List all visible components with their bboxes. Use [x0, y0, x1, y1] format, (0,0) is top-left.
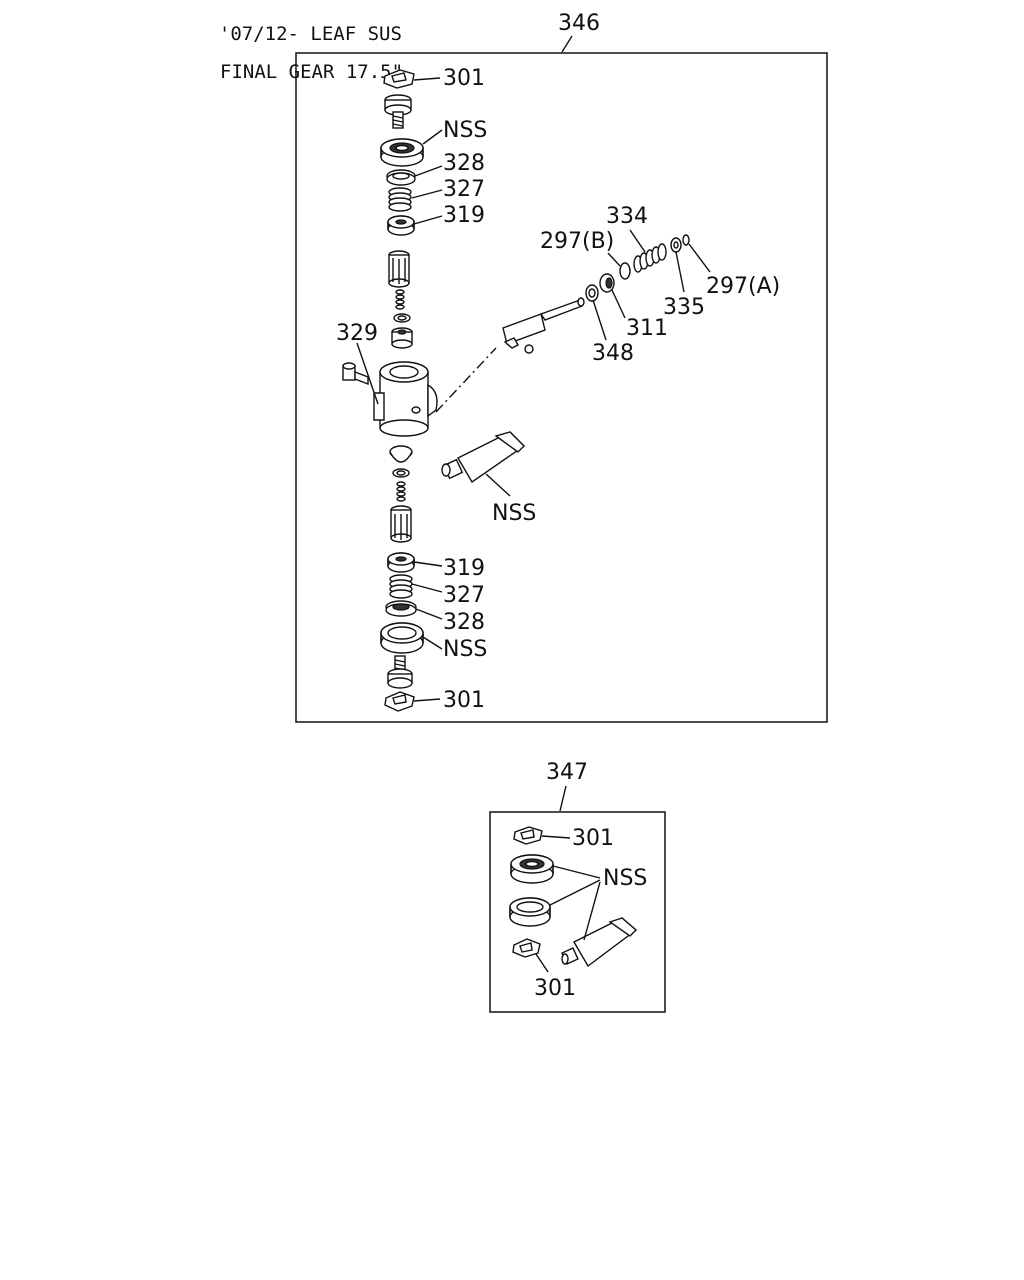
- callout-311: 311: [626, 316, 668, 341]
- assembly-347: 347 301: [489, 760, 666, 1013]
- kit-part-grease-tube: [561, 917, 638, 968]
- leader-348: [592, 299, 607, 341]
- callout-mid-nss: NSS: [492, 501, 536, 526]
- leader-311: [611, 289, 626, 319]
- part-301-bottom: [384, 691, 415, 712]
- kit-part-cup: [509, 897, 551, 927]
- part-adjust-plug-bottom: [387, 655, 413, 689]
- part-bearing-bottom-nss: [380, 622, 424, 654]
- leader-bot-nss: [422, 636, 443, 650]
- leader-335: [675, 251, 685, 293]
- part-grease-tube: [441, 431, 526, 484]
- callout-297a: 297(A): [706, 274, 780, 299]
- kit-callout-top-301: 301: [572, 826, 614, 851]
- alignment-line: [435, 347, 497, 413]
- part-301-top: [383, 69, 415, 89]
- part-housing: [373, 361, 438, 437]
- leader-top-327: [411, 189, 443, 199]
- header-line-1: '07/12- LEAF SUS: [218, 23, 402, 45]
- callout-334: 334: [606, 204, 648, 229]
- part-lower-plug: [389, 445, 413, 463]
- callout-top-nss: NSS: [443, 118, 487, 143]
- assembly-346-frame: [295, 52, 828, 723]
- part-adjust-plug-top: [384, 94, 412, 129]
- callout-bot-nss: NSS: [443, 637, 487, 662]
- leader-334: [629, 229, 646, 253]
- part-334-spring: [633, 243, 667, 273]
- kit-leader-nss-tube: [583, 881, 601, 941]
- callout-top-328: 328: [443, 151, 485, 176]
- part-297b-ring: [619, 262, 631, 280]
- callout-bot-319: 319: [443, 556, 485, 581]
- kit-leader-top-301: [541, 835, 571, 839]
- assembly-346-label: 346: [558, 11, 600, 36]
- callout-top-319: 319: [443, 203, 485, 228]
- callout-bot-327: 327: [443, 583, 485, 608]
- callout-329: 329: [336, 321, 378, 346]
- leader-bot-328: [415, 608, 443, 620]
- assembly-346-leader: [561, 35, 573, 53]
- kit-callout-bot-301: 301: [534, 976, 576, 1001]
- callout-335: 335: [663, 295, 705, 320]
- part-lower-spring-small: [396, 481, 406, 502]
- kit-leader-nss-cup: [549, 879, 601, 906]
- assembly-347-frame: [489, 811, 666, 1013]
- leader-bot-319: [413, 561, 443, 567]
- part-327-bottom: [389, 574, 413, 599]
- kit-callout-nss: NSS: [603, 866, 647, 891]
- part-lower-worm: [390, 505, 412, 543]
- part-bearing-top-nss: [380, 138, 424, 167]
- leader-top-nss: [422, 129, 443, 145]
- part-328-bottom: [385, 600, 417, 617]
- assembly-347-label: 347: [546, 760, 588, 785]
- callout-bot-328: 328: [443, 610, 485, 635]
- part-upper-worm: [388, 250, 410, 288]
- callout-bot-301: 301: [443, 688, 485, 713]
- part-319-top: [387, 215, 415, 236]
- part-upper-ring: [393, 313, 411, 323]
- part-upper-spring-small: [395, 289, 405, 310]
- callout-top-301: 301: [443, 66, 485, 91]
- leader-bot-327: [411, 583, 443, 593]
- part-327-top: [388, 187, 412, 212]
- part-329-bolt: [342, 362, 369, 386]
- callout-top-327: 327: [443, 177, 485, 202]
- kit-part-bearing: [510, 854, 554, 884]
- part-348-ring: [585, 284, 599, 302]
- kit-leader-nss-bearing: [552, 865, 601, 879]
- part-335-washer: [670, 237, 682, 253]
- leader-297a: [688, 243, 711, 273]
- leader-top-319: [413, 215, 443, 225]
- part-328-top: [386, 169, 416, 186]
- leader-329: [356, 342, 379, 405]
- leader-bot-301: [413, 698, 441, 702]
- kit-leader-bot-301: [535, 953, 549, 973]
- leader-top-301: [413, 77, 441, 81]
- part-319-bottom: [387, 552, 415, 573]
- part-valve-spool: [502, 297, 585, 354]
- part-lower-ring: [392, 468, 410, 478]
- part-upper-sleeve: [391, 327, 413, 349]
- leader-top-328: [414, 165, 443, 177]
- callout-297b: 297(B): [540, 229, 614, 254]
- kit-part-301-top: [513, 826, 543, 845]
- kit-part-301-bottom: [512, 938, 541, 958]
- leader-297b: [607, 252, 621, 267]
- assembly-347-leader: [559, 785, 567, 812]
- part-297a-ring: [682, 234, 690, 246]
- leader-mid-nss: [485, 473, 511, 497]
- assembly-346: 346 301 NSS: [295, 11, 828, 723]
- callout-348: 348: [592, 341, 634, 366]
- part-311: [599, 273, 615, 293]
